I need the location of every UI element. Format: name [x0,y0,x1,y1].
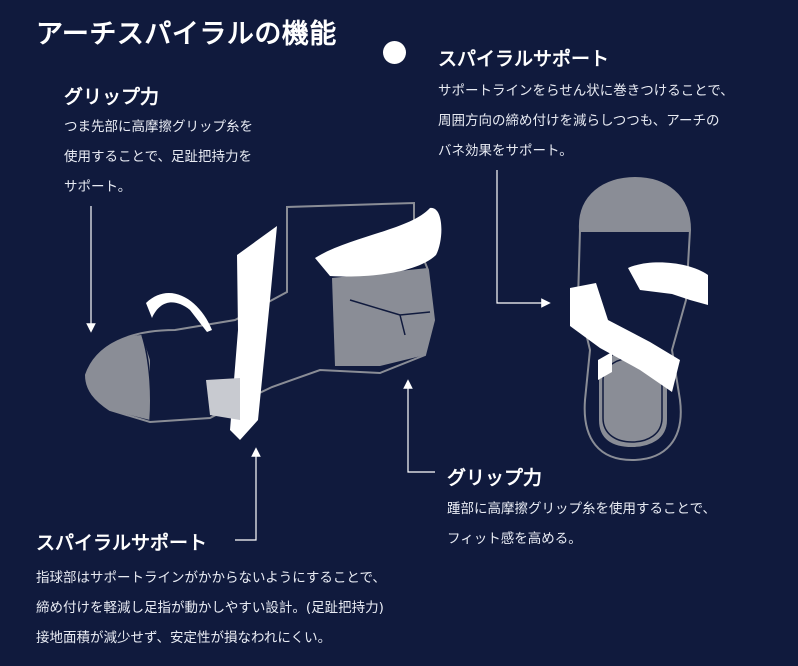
grip-heel-line: フィット感を高める。 [447,531,582,547]
toe-grip-zone-bottom [579,178,690,232]
grip-heel-description: 踵部に高摩擦グリップ糸を使用することで、 フィット感を高める。 [447,494,716,554]
arrow-icon-heel [403,379,435,473]
grip-heel-heading: グリップ力 [447,467,543,489]
spiral-band-side [146,293,212,332]
spiral-right-description: サポートラインをらせん状に巻きつけることで、 周囲方向の締め付けを減らしつつも、… [438,76,734,166]
white-circle-icon [383,41,406,64]
arrow-icon-spiral-left [235,447,261,541]
page-title: アーチスパイラルの機能 [36,19,337,50]
toe-grip-zone [86,335,150,420]
grip-toe-line: 使用することで、足趾把持力を [64,149,253,165]
spiral-right-line: サポートラインをらせん状に巻きつけることで、 [438,83,734,99]
grip-heel-line: 踵部に高摩擦グリップ糸を使用することで、 [447,501,717,517]
spiral-left-line: 指球部はサポートラインがかからないようにすることで、 [36,570,386,586]
spiral-left-line: 接地面積が減少せず、安定性が損なわれにくい。 [36,630,332,646]
grip-toe-line: つま先部に高摩擦グリップ糸を [64,119,253,135]
spiral-left-line: 締め付けを軽減し足指が動かしやすい設計。(足趾把持力) [36,600,384,616]
spiral-right-line: 周囲方向の締め付けを減らしつつも、アーチの [438,113,720,129]
grip-toe-line: サポート。 [64,179,132,195]
grip-toe-heading: グリップ力 [64,86,160,108]
sock-side-view [84,201,442,440]
spiral-band-bottom [628,262,708,305]
sock-bottom-view [570,176,708,462]
spiral-left-heading: スパイラルサポート [36,532,208,554]
grip-toe-description: つま先部に高摩擦グリップ糸を 使用することで、足趾把持力を サポート。 [64,112,253,202]
heel-grip-zone [332,268,434,366]
spiral-right-line: バネ効果をサポート。 [438,143,573,159]
spiral-right-heading: スパイラルサポート [438,48,610,70]
arrow-icon-spiral-right [496,170,551,308]
spiral-left-description: 指球部はサポートラインがかからないようにすることで、 締め付けを軽減し足指が動か… [36,563,386,653]
